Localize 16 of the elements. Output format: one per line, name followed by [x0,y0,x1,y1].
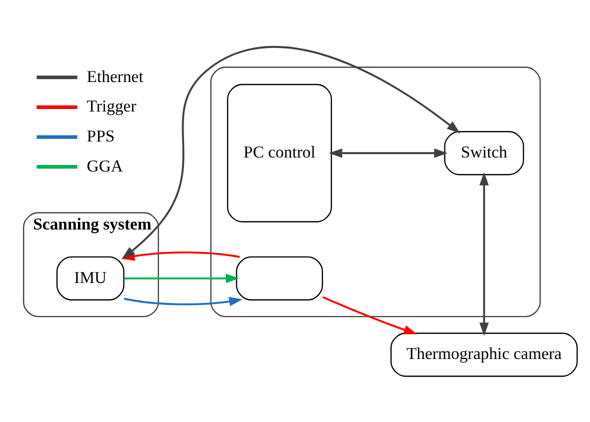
node-box [236,256,324,300]
node-box: PC control [227,83,332,222]
cluster [210,66,541,317]
arrow [124,296,243,306]
arrow [479,172,489,336]
legend-label: Ethernet [86,66,144,86]
arrow [322,296,418,334]
legend-label: GGA [86,156,123,175]
node-box: Thermographic camera [390,332,578,376]
arrow [122,46,460,258]
node-box: IMU [56,256,124,300]
legend-label: PPS [86,126,115,145]
arrow [124,273,240,283]
arrow [328,148,448,158]
node-box: Switch [444,130,524,175]
legend-label: Trigger [86,96,136,116]
